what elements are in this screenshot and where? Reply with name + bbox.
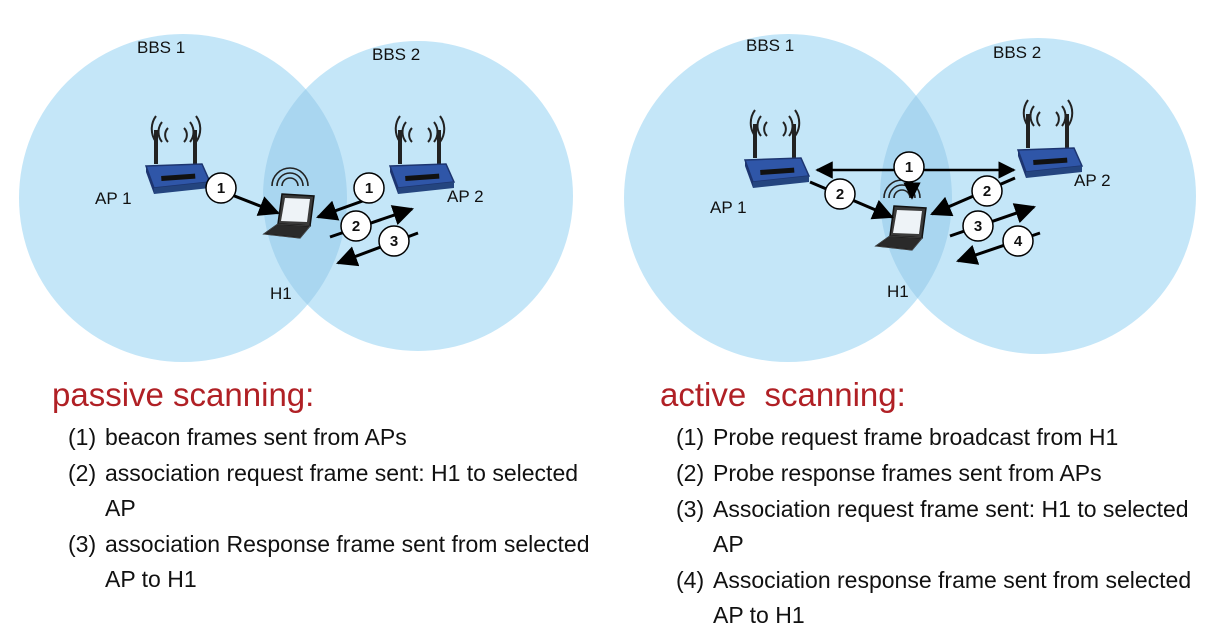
svg-text:4: 4	[1014, 233, 1023, 250]
list-item: (1) beacon frames sent from APs	[68, 420, 592, 455]
step-marker: (3)	[68, 531, 97, 557]
svg-text:2: 2	[836, 186, 844, 203]
ap1-label: AP 1	[710, 198, 747, 217]
step-badge-3: 3	[962, 210, 994, 242]
svg-text:2: 2	[983, 183, 991, 200]
step-marker: (3)	[676, 496, 705, 522]
list-item: (2) Probe response frames sent from APs	[676, 456, 1205, 491]
bbs1-coverage	[19, 34, 347, 362]
svg-text:1: 1	[217, 180, 225, 197]
h1-label: H1	[887, 282, 909, 301]
svg-text:3: 3	[974, 218, 982, 235]
active-steps-list: (1) Probe request frame broadcast from H1…	[660, 420, 1205, 633]
ap1-label: AP 1	[95, 189, 132, 208]
step-badge-1: 1	[893, 151, 925, 183]
h1-label: H1	[270, 284, 292, 303]
step-badge-2b: 2	[971, 175, 1003, 207]
wifi-scanning-diagram: BBS 1 BBS 2 AP 1 AP 2 H1 1 1 2 3	[19, 34, 1196, 362]
step-text: Probe request frame broadcast from H1	[713, 424, 1119, 450]
svg-text:2: 2	[352, 218, 360, 235]
svg-text:1: 1	[365, 180, 373, 197]
ap2-label: AP 2	[447, 187, 484, 206]
passive-diagram: BBS 1 BBS 2 AP 1 AP 2 H1 1 1 2 3	[19, 34, 573, 362]
step-text: association Response frame sent from sel…	[105, 531, 590, 592]
list-item: (4) Association response frame sent from …	[676, 563, 1205, 633]
step-text: association request frame sent: H1 to se…	[105, 460, 579, 521]
step-text: Association response frame sent from sel…	[713, 567, 1192, 628]
step-badge-2a: 2	[824, 178, 856, 210]
step-badge-1b: 1	[353, 172, 385, 204]
passive-scanning-panel: passive scanning: (1) beacon frames sent …	[52, 376, 592, 598]
passive-scanning-title: passive scanning:	[52, 376, 315, 413]
bbs2-label: BBS 2	[993, 43, 1041, 62]
active-scanning-title: active scanning:	[660, 376, 906, 413]
svg-text:1: 1	[905, 159, 913, 176]
ap2-label: AP 2	[1074, 171, 1111, 190]
step-badge-3: 3	[378, 225, 410, 257]
bbs1-label: BBS 1	[137, 38, 185, 57]
passive-steps-list: (1) beacon frames sent from APs (2) associ…	[52, 420, 592, 597]
active-diagram: BBS 1 BBS 2 AP 1 AP 2 H1 1 2 2 3	[624, 34, 1196, 362]
step-badge-1a: 1	[205, 172, 237, 204]
step-text: Probe response frames sent from APs	[713, 460, 1102, 486]
list-item: (2) association request frame sent: H1 to…	[68, 456, 592, 526]
bbs1-label: BBS 1	[746, 36, 794, 55]
step-marker: (2)	[68, 460, 97, 486]
step-text: Association request frame sent: H1 to se…	[713, 496, 1189, 557]
step-marker: (1)	[676, 424, 705, 450]
bbs1-coverage	[624, 34, 952, 362]
step-badge-2: 2	[340, 210, 372, 242]
list-item: (3) association Response frame sent from …	[68, 527, 592, 597]
svg-text:3: 3	[390, 233, 398, 250]
step-marker: (2)	[676, 460, 705, 486]
step-marker: (4)	[676, 567, 705, 593]
step-text: beacon frames sent from APs	[105, 424, 407, 450]
bbs2-label: BBS 2	[372, 45, 420, 64]
active-scanning-panel: active scanning: (1) Probe request frame …	[660, 376, 1205, 634]
list-item: (3) Association request frame sent: H1 to…	[676, 492, 1205, 562]
step-badge-4: 4	[1002, 225, 1034, 257]
step-marker: (1)	[68, 424, 97, 450]
bbs2-coverage	[880, 38, 1196, 354]
list-item: (1) Probe request frame broadcast from H1	[676, 420, 1205, 455]
bbs2-coverage	[263, 41, 573, 351]
